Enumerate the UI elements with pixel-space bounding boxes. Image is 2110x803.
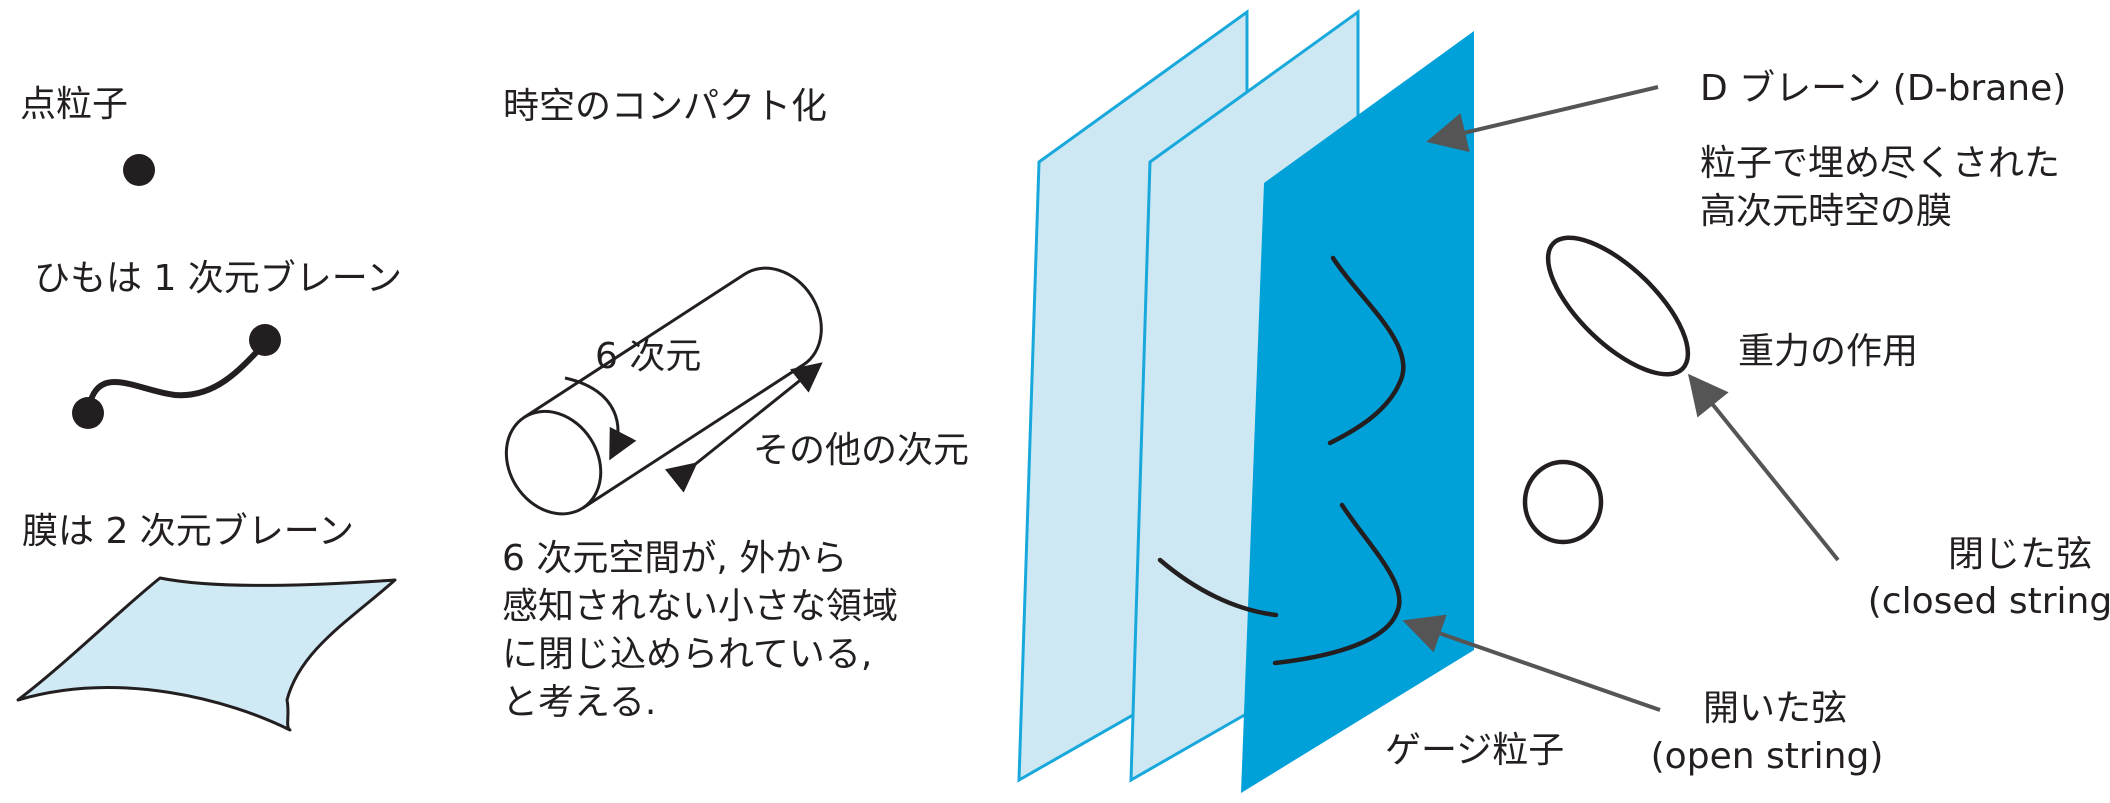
other-dim-arrow xyxy=(664,362,823,493)
closed-string-large xyxy=(1545,235,1691,377)
gauge-particle-label: ゲージ粒子 xyxy=(1385,730,1564,771)
string-curve xyxy=(85,340,268,416)
point-particle xyxy=(123,154,155,186)
closed-string-pointer-arrow xyxy=(1687,373,1840,562)
other-dimensions-label: その他の次元 xyxy=(753,430,969,471)
open-string-upper xyxy=(1327,255,1406,446)
compact-note-line-2: 感知されない小さな領域 xyxy=(502,586,898,627)
open-string-pointer-arrow xyxy=(1402,614,1661,712)
compact-note-line-1: 6 次元空間が, 外から xyxy=(502,538,847,579)
string-endpoint-right xyxy=(249,324,281,356)
open-string-label-jp: 開いた弦 xyxy=(1703,688,1847,729)
dbrane-desc-line-1: 粒子で埋め尽くされた xyxy=(1700,143,2060,184)
dbrane-desc-line-2: 高次元時空の膜 xyxy=(1700,191,1952,232)
dbrane-pointer-arrow xyxy=(1426,85,1659,153)
string-brane-label: ひもは 1 次元ブレーン xyxy=(34,258,402,299)
string-endpoint-left xyxy=(72,397,104,429)
open-string-lower xyxy=(1272,502,1402,666)
compact-note-line-3: に閉じ込められている, xyxy=(502,634,872,675)
point-particle-label: 点粒子 xyxy=(20,84,128,125)
compactification-title: 時空のコンパクト化 xyxy=(503,86,827,127)
open-string-spanning xyxy=(1157,557,1279,618)
compact-note-line-4: と考える. xyxy=(502,682,656,723)
six-dimensions-label: 6 次元 xyxy=(595,336,701,377)
closed-string-label-en: (closed string) xyxy=(1868,581,2110,622)
closed-string-label-jp: 閉じた弦 xyxy=(1948,534,2092,575)
six-dim-arrow xyxy=(564,376,637,461)
gravity-label: 重力の作用 xyxy=(1738,331,1918,372)
open-string-label-en: (open string) xyxy=(1651,736,1884,777)
dbrane-label: D ブレーン (D-brane) xyxy=(1700,68,2066,109)
dbrane-front-sheet xyxy=(1241,31,1474,793)
membrane-sheet xyxy=(16,576,397,732)
membrane-brane-label: 膜は 2 次元ブレーン xyxy=(22,511,354,552)
closed-string-small xyxy=(1522,459,1604,545)
